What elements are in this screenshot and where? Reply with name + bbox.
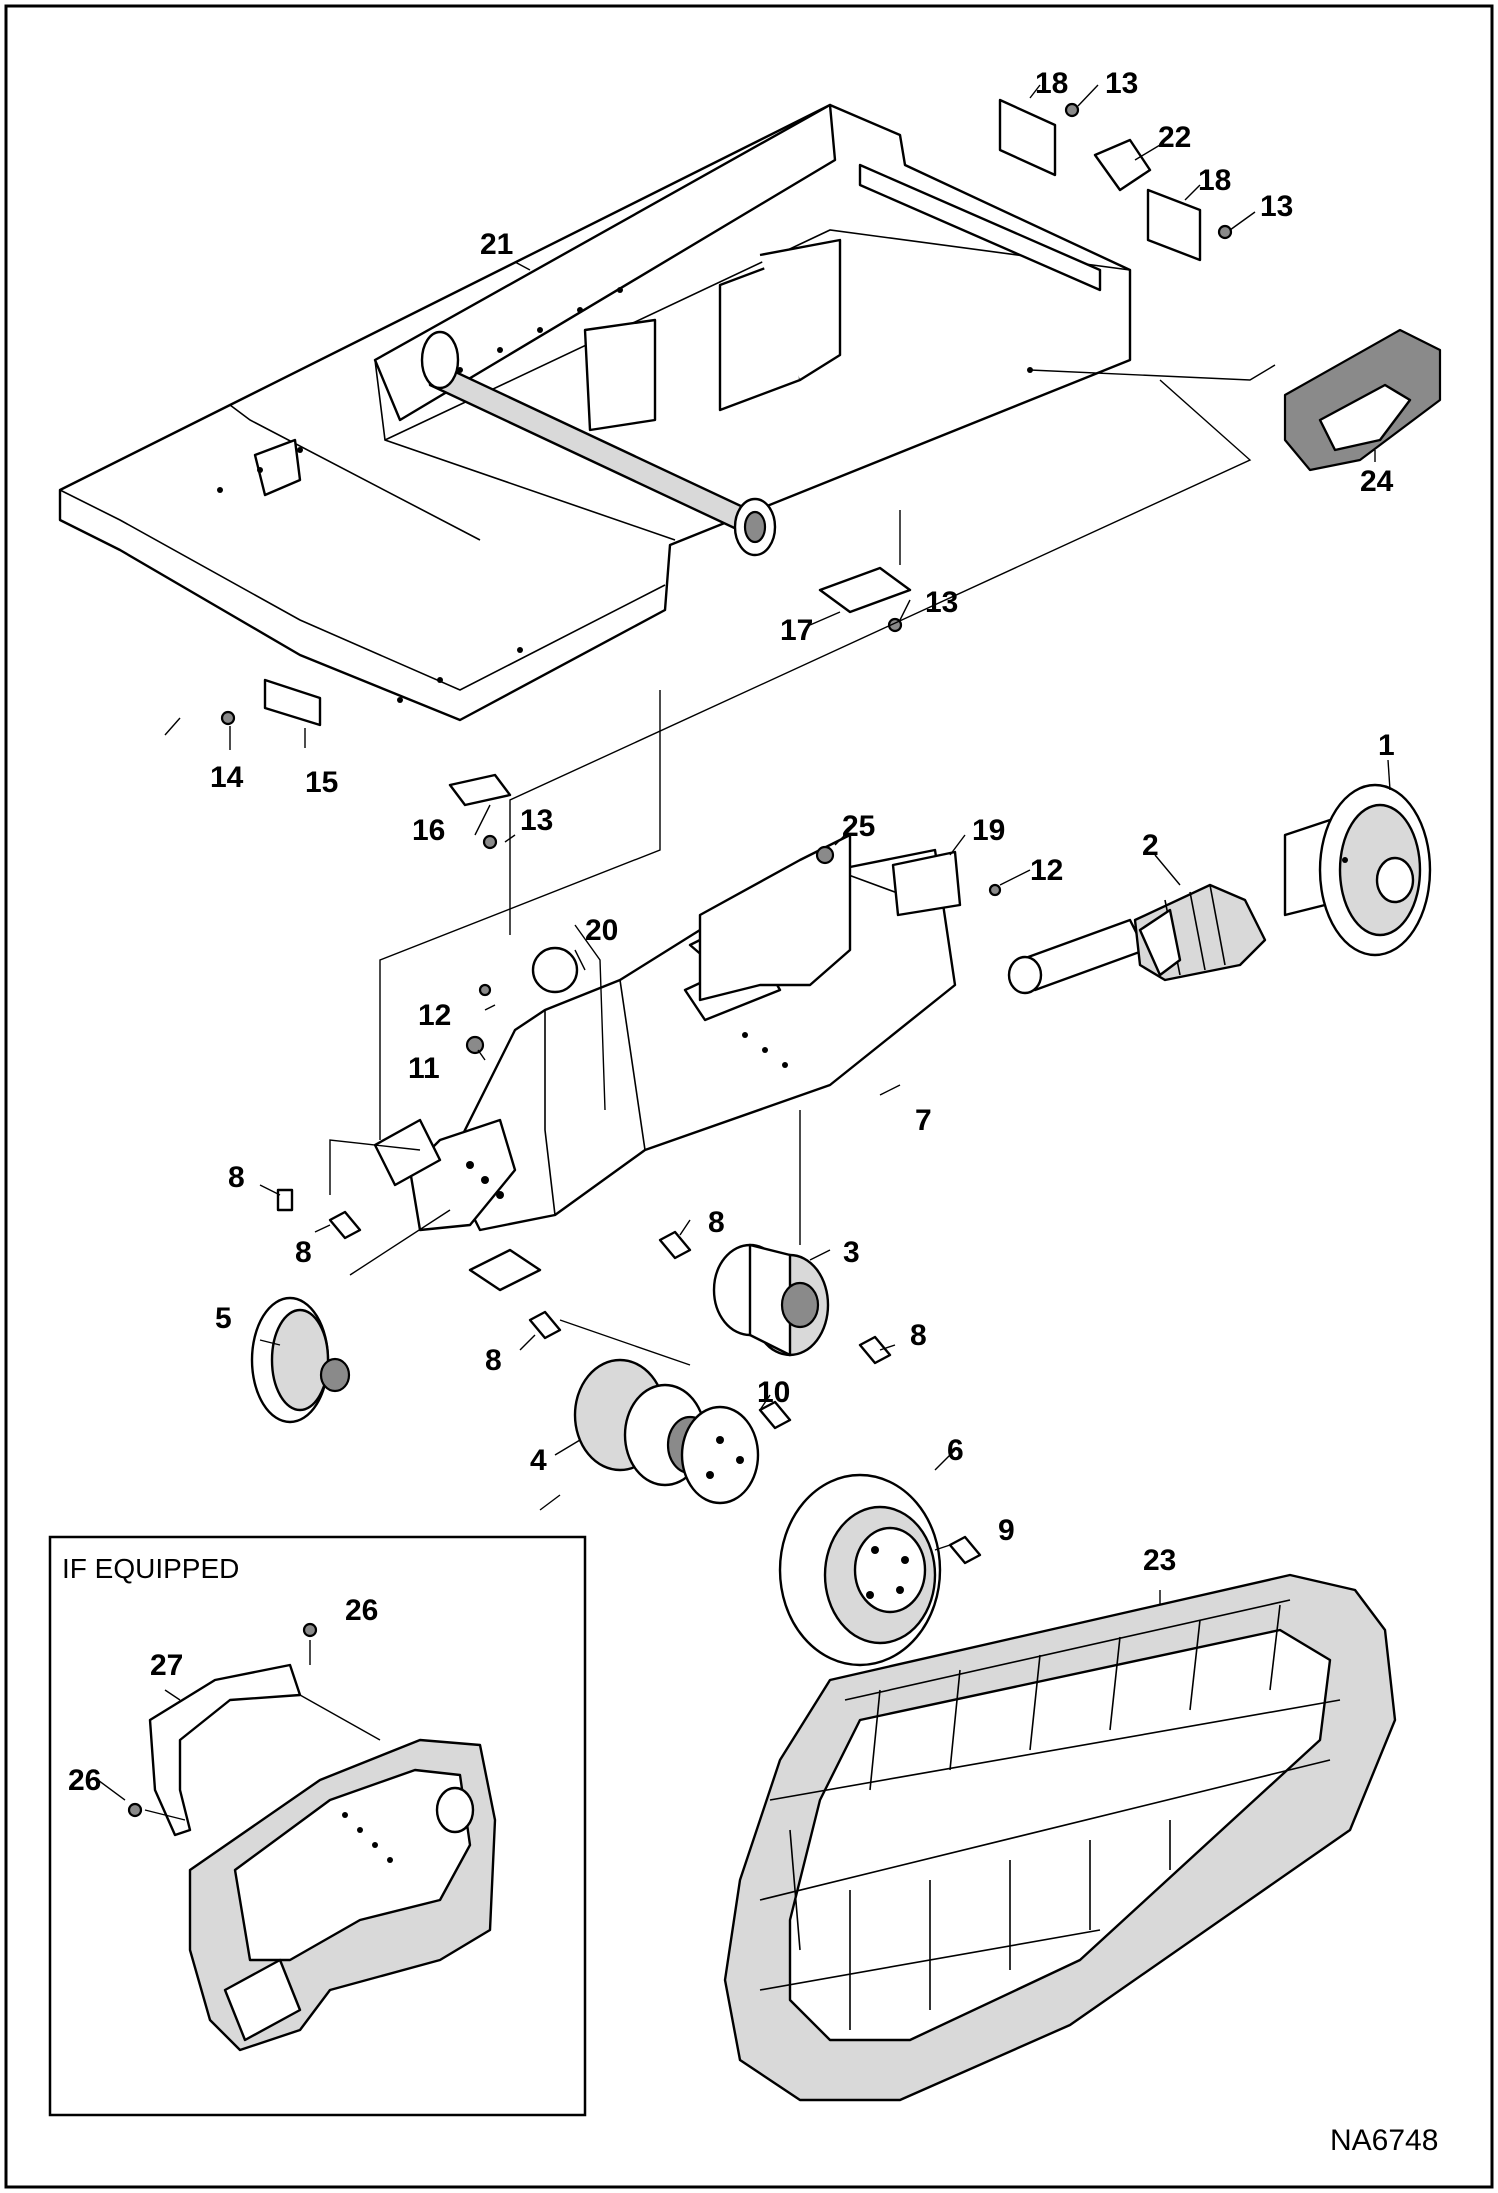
bolt-part-26-left[interactable] (127, 1802, 143, 1818)
bolt-part-13-lower[interactable] (482, 834, 498, 850)
cover-plate-part-19[interactable] (891, 850, 962, 917)
callout-7: 7 (915, 1104, 932, 1137)
if-equipped-inset: IF EQUIPPED (48, 1535, 587, 2117)
callout-4: 4 (530, 1444, 547, 1477)
bolt-part-8-e[interactable] (858, 1335, 892, 1365)
bolt-part-12-left[interactable] (478, 983, 492, 997)
drive-motor-part-4[interactable] (573, 1358, 760, 1505)
main-frame-part-21[interactable] (58, 103, 1132, 722)
drawing-border (4, 4, 1494, 2189)
callout-25: 25 (842, 810, 875, 843)
bolt-part-8-a[interactable] (276, 1188, 294, 1212)
callout-14: 14 (210, 761, 244, 794)
inset-track-frame (188, 1738, 497, 2052)
callout-8-c: 8 (708, 1206, 725, 1239)
callout-10: 10 (757, 1376, 790, 1409)
recoil-tensioner-part-2[interactable] (1007, 883, 1267, 995)
callout-labels: 18 13 22 18 13 21 24 13 17 14 15 13 16 2… (68, 67, 1395, 1797)
cover-plate-part-18-upper[interactable] (998, 98, 1057, 177)
track-frame-part-7[interactable] (373, 833, 957, 1292)
callout-11: 11 (408, 1052, 440, 1085)
bolt-part-10[interactable] (758, 1400, 792, 1430)
callout-16: 16 (412, 814, 445, 847)
drive-sprocket-part-6[interactable] (778, 1473, 942, 1667)
drawing-number: NA6748 (1330, 2124, 1438, 2157)
bolt-part-26-upper[interactable] (302, 1622, 318, 1638)
callout-24: 24 (1360, 465, 1394, 498)
bolt-part-8-b[interactable] (328, 1210, 362, 1240)
callout-21: 21 (480, 228, 513, 261)
bolt-part-12-right[interactable] (988, 883, 1002, 897)
bolt-part-14[interactable] (220, 710, 236, 726)
track-guide-part-24[interactable] (1283, 328, 1442, 472)
callout-13-middle: 13 (925, 586, 958, 619)
callout-20: 20 (585, 914, 618, 947)
callout-22: 22 (1158, 121, 1191, 154)
callout-9: 9 (998, 1514, 1015, 1547)
leader-lines-middle (259, 759, 1391, 1605)
callout-13-right: 13 (1260, 190, 1293, 223)
callout-26-left: 26 (68, 1764, 101, 1797)
leader-lines-upper (164, 84, 1376, 1140)
callout-8-a: 8 (228, 1161, 245, 1194)
callout-15: 15 (305, 766, 338, 799)
inset-title: IF EQUIPPED (62, 1553, 239, 1584)
cover-plate-part-17[interactable] (818, 566, 912, 614)
callout-12-left: 12 (418, 999, 451, 1032)
callout-13-upper: 13 (1105, 67, 1138, 100)
bolt-part-8-d[interactable] (528, 1310, 562, 1340)
callout-6: 6 (947, 1434, 964, 1467)
track-roller-part-3[interactable] (712, 1243, 830, 1357)
rubber-track-part-23[interactable] (723, 1573, 1397, 2102)
bolt-part-13-upper[interactable] (1064, 102, 1080, 118)
nut-part-11[interactable] (465, 1035, 485, 1055)
callout-8-e: 8 (910, 1319, 927, 1352)
callout-8-b: 8 (295, 1236, 312, 1269)
bolt-part-9[interactable] (948, 1535, 982, 1565)
callout-26-upper: 26 (345, 1594, 378, 1627)
callout-18-lower: 18 (1198, 164, 1231, 197)
front-roller-part-5[interactable] (250, 1296, 351, 1424)
cover-plate-part-16[interactable] (448, 773, 512, 807)
callout-8-d: 8 (485, 1344, 502, 1377)
callout-12-right: 12 (1030, 854, 1063, 887)
callout-19: 19 (972, 814, 1005, 847)
callout-27: 27 (150, 1649, 183, 1682)
callout-18-upper: 18 (1035, 67, 1068, 100)
bolt-part-13-right[interactable] (1217, 224, 1233, 240)
front-idler-part-1[interactable] (1283, 783, 1432, 957)
callout-3: 3 (843, 1236, 860, 1269)
callout-17: 17 (780, 614, 813, 647)
callout-5: 5 (215, 1302, 232, 1335)
cover-plate-part-18-lower[interactable] (1146, 188, 1202, 262)
callout-2: 2 (1142, 829, 1159, 862)
callout-1: 1 (1378, 729, 1395, 762)
bolt-part-8-c[interactable] (658, 1230, 692, 1260)
bolt-part-25[interactable] (815, 845, 835, 865)
callout-13-lower: 13 (520, 804, 553, 837)
clip-part-22[interactable] (1093, 138, 1152, 192)
guard-part-27[interactable] (148, 1663, 302, 1837)
callout-23: 23 (1143, 1544, 1176, 1577)
cover-plate-part-15[interactable] (263, 678, 322, 727)
plug-part-20[interactable] (531, 946, 579, 994)
